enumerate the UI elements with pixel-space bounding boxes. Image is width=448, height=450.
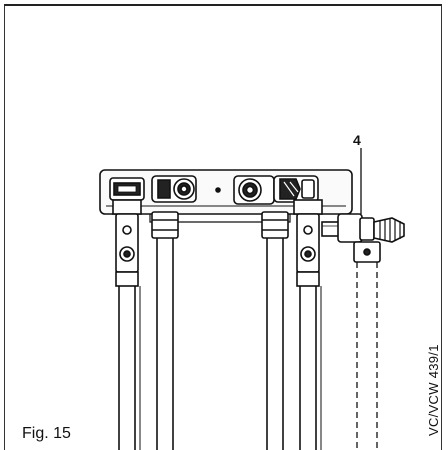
right-service-valve: [293, 199, 323, 287]
cold-water-fitting: [233, 175, 275, 205]
left-union-fitting: [109, 177, 145, 201]
left-service-valve: [112, 199, 142, 287]
safety-valve-4: [337, 213, 405, 263]
figure-label: Fig. 15: [22, 425, 71, 442]
dashed-discharge-pipe: [356, 262, 378, 450]
callout-4: 4: [353, 132, 361, 148]
left-inner-pipe: [156, 238, 174, 450]
figure-frame: [4, 4, 442, 450]
gas-connection-fitting: [151, 175, 197, 203]
left-outer-pipe: [118, 286, 141, 450]
angled-fitting: [273, 175, 319, 203]
reference-code: VC/VCW 439/1: [426, 344, 441, 436]
left-pipe-nut: [151, 211, 179, 239]
right-outer-pipe: [299, 286, 322, 450]
right-inner-pipe: [266, 238, 284, 450]
right-pipe-nut: [261, 211, 289, 239]
